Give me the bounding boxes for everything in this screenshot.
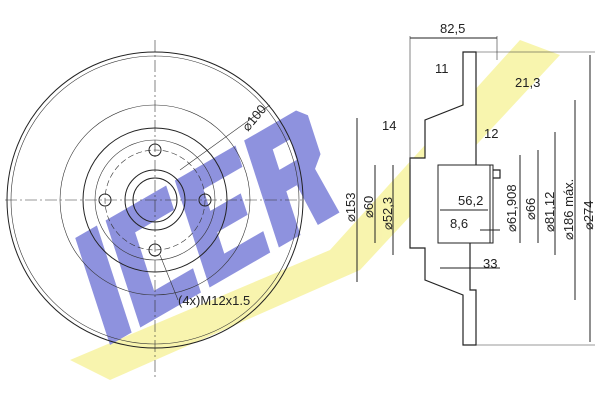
dim-11: 11 bbox=[435, 61, 449, 76]
logo-letters bbox=[75, 110, 340, 345]
dim-12: 12 bbox=[484, 126, 498, 141]
section-view: 82,5 11 21,3 14 12 56,2 8,6 33 ⌀153 ⌀60 … bbox=[343, 21, 596, 346]
dim-61-908: ⌀61,908 bbox=[504, 184, 519, 232]
dim-60: ⌀60 bbox=[361, 196, 376, 218]
logo-letter-r bbox=[244, 110, 340, 248]
dim-66: ⌀66 bbox=[523, 198, 538, 220]
dim-153: ⌀153 bbox=[343, 192, 358, 222]
dim-274: ⌀274 bbox=[581, 200, 596, 230]
logo-letter-c bbox=[105, 185, 201, 328]
dim-52-3: ⌀52,3 bbox=[380, 197, 395, 230]
dim-33: 33 bbox=[483, 256, 497, 271]
dim-56-2: 56,2 bbox=[458, 193, 483, 208]
dim-81-12: ⌀81,12 bbox=[542, 192, 557, 232]
front-view: ⌀100 (4x)M12x1.5 bbox=[5, 40, 305, 380]
logo-letter-i bbox=[75, 225, 132, 345]
dim-82-5: 82,5 bbox=[440, 21, 465, 36]
logo-yellow-swoosh bbox=[70, 40, 560, 380]
dim-8-6: 8,6 bbox=[450, 216, 468, 231]
dim-186: ⌀186 máx. bbox=[561, 179, 576, 240]
thread-label: (4x)M12x1.5 bbox=[178, 293, 250, 308]
thread-leader bbox=[159, 254, 179, 301]
icer-logo bbox=[70, 40, 560, 380]
logo-letter-e bbox=[174, 145, 271, 288]
dim-14: 14 bbox=[382, 118, 396, 133]
dim-21-3: 21,3 bbox=[515, 75, 540, 90]
pcd-leader bbox=[179, 104, 271, 171]
